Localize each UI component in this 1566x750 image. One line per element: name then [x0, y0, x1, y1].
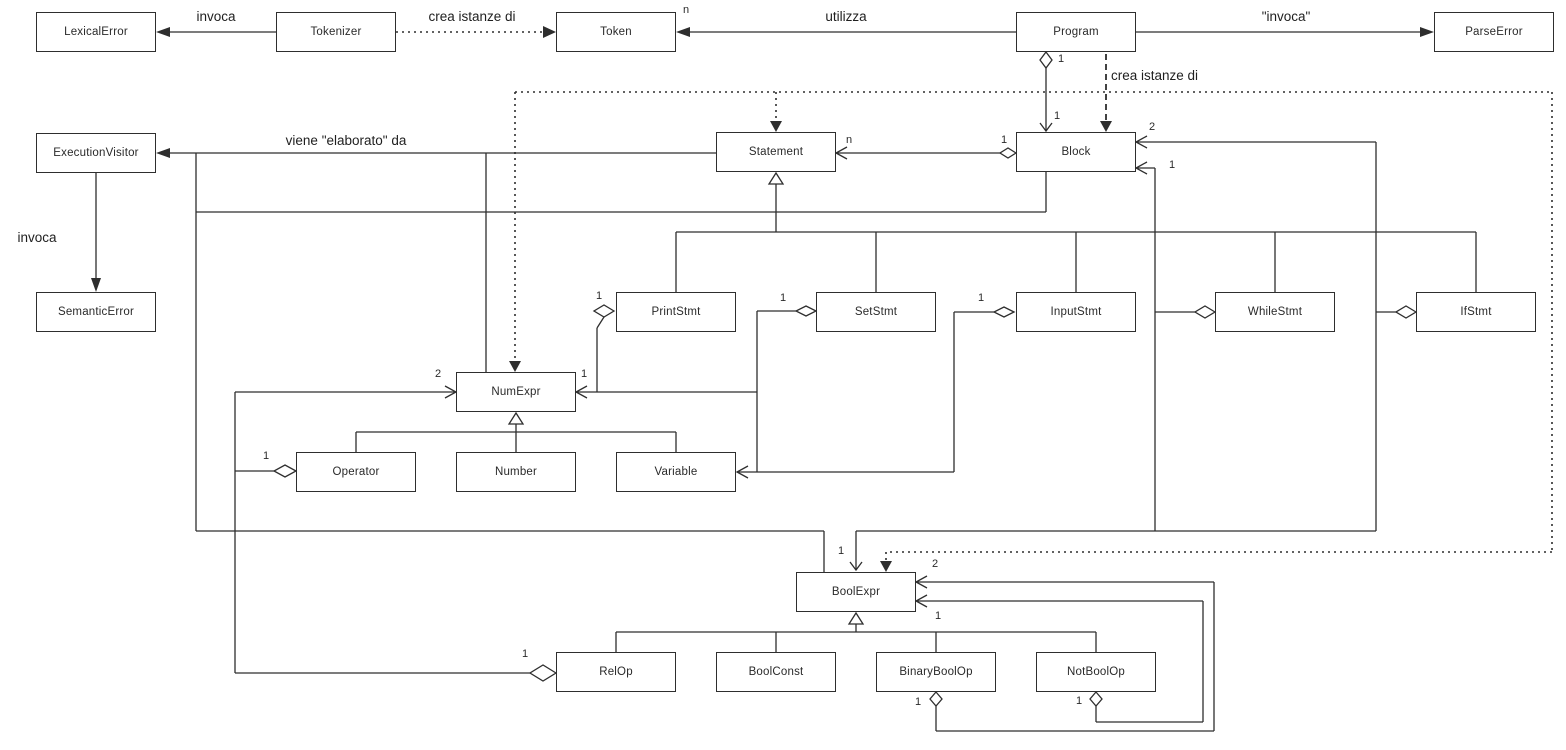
class-number[interactable]: Number: [456, 452, 576, 492]
edge-printstmt-numexpr: [592, 304, 616, 392]
multiplicity-numexpr-1: 1: [580, 368, 588, 380]
class-whilestmt[interactable]: WhileStmt: [1215, 292, 1335, 332]
edge-numexpr-aggregations: [234, 385, 757, 682]
edge-while-if-block-boolexpr: [849, 135, 1418, 572]
class-token[interactable]: Token: [556, 12, 676, 52]
class-block[interactable]: Block: [1016, 132, 1136, 172]
class-label: LexicalError: [64, 26, 128, 38]
class-label: PrintStmt: [651, 306, 701, 318]
edge-numexpr-generalization: [355, 411, 677, 452]
class-label: BoolConst: [748, 666, 804, 678]
edge-program-token: [676, 27, 1016, 37]
class-program[interactable]: Program: [1016, 12, 1136, 52]
edge-label-invoca-tokenizer: invoca: [196, 9, 236, 24]
class-label: WhileStmt: [1247, 306, 1303, 318]
multiplicity-print-1: 1: [595, 290, 603, 302]
multiplicity-operator-1: 1: [262, 450, 270, 462]
multiplicity-input-1: 1: [977, 292, 985, 304]
edge-boolexpr-generalization: [615, 611, 1097, 652]
multiplicity-relop-1: 1: [521, 648, 529, 660]
class-setstmt[interactable]: SetStmt: [816, 292, 936, 332]
multiplicity-token-n: n: [682, 4, 690, 16]
multiplicity-boolexpr-bin-2: 2: [931, 558, 939, 570]
class-numexpr[interactable]: NumExpr: [456, 372, 576, 412]
class-label: Token: [600, 26, 632, 38]
class-tokenizer[interactable]: Tokenizer: [276, 12, 396, 52]
multiplicity-block-if-2: 2: [1148, 121, 1156, 133]
edge-label-crea-istanze-top: crea istanze di: [428, 9, 516, 24]
edge-label-viene-elaborato: viene "elaborato" da: [285, 133, 407, 148]
class-label: Program: [1053, 26, 1099, 38]
edge-statement-generalization: [675, 171, 1477, 292]
class-label: NotBoolOp: [1066, 666, 1126, 678]
class-label: Operator: [332, 466, 380, 478]
class-label: SetStmt: [854, 306, 898, 318]
multiplicity-set-1: 1: [779, 292, 787, 304]
class-lexicalerror[interactable]: LexicalError: [36, 12, 156, 52]
class-ifstmt[interactable]: IfStmt: [1416, 292, 1536, 332]
edge-tokenizer-token-dependency: [396, 26, 556, 38]
edge-notboolop-boolexpr: [914, 594, 1204, 723]
class-operator[interactable]: Operator: [296, 452, 416, 492]
edge-label-invoca-program: "invoca": [1261, 9, 1311, 24]
class-statement[interactable]: Statement: [716, 132, 836, 172]
multiplicity-statement-n: n: [845, 134, 853, 146]
class-label: BoolExpr: [831, 586, 881, 598]
class-label: ParseError: [1465, 26, 1523, 38]
edge-set-input-variable: [735, 305, 1016, 479]
class-label: Tokenizer: [310, 26, 362, 38]
edge-visitor-semanticerror: [91, 172, 101, 292]
multiplicity-block-while-1: 1: [1168, 159, 1176, 171]
class-boolexpr[interactable]: BoolExpr: [796, 572, 916, 612]
class-semanticerror[interactable]: SemanticError: [36, 292, 156, 332]
class-printstmt[interactable]: PrintStmt: [616, 292, 736, 332]
edge-program-parseerror: [1136, 27, 1434, 37]
multiplicity-program-agg-1: 1: [1057, 53, 1065, 65]
class-variable[interactable]: Variable: [616, 452, 736, 492]
edge-label-utilizza: utilizza: [825, 9, 867, 24]
class-executionvisitor[interactable]: ExecutionVisitor: [36, 133, 156, 173]
edge-elaborato-network: [156, 148, 1047, 572]
class-label: RelOp: [599, 666, 633, 678]
edge-label-crea-istanze-block: crea istanze di: [1111, 68, 1199, 83]
class-label: IfStmt: [1460, 306, 1492, 318]
edge-program-block-create: [1100, 54, 1112, 132]
edge-binaryboolop-boolexpr: [914, 575, 1215, 732]
edge-create-instances-network: [509, 91, 1553, 572]
multiplicity-numexpr-2: 2: [434, 368, 442, 380]
class-notboolop[interactable]: NotBoolOp: [1036, 652, 1156, 692]
edge-label-invoca-visitor: invoca: [17, 230, 57, 245]
class-label: ExecutionVisitor: [53, 147, 139, 159]
class-label: SemanticError: [57, 306, 135, 318]
class-relop[interactable]: RelOp: [556, 652, 676, 692]
multiplicity-not-agg-1: 1: [1075, 695, 1083, 707]
multiplicity-boolexpr-cond-1: 1: [837, 545, 845, 557]
class-parseerror[interactable]: ParseError: [1434, 12, 1554, 52]
class-label: InputStmt: [1050, 306, 1102, 318]
multiplicity-boolexpr-not-1: 1: [934, 610, 942, 622]
class-label: Statement: [748, 146, 804, 158]
class-label: Block: [1061, 146, 1091, 158]
edge-tokenizer-lexicalerror: [156, 27, 276, 37]
class-inputstmt[interactable]: InputStmt: [1016, 292, 1136, 332]
class-label: Variable: [654, 466, 698, 478]
class-label: NumExpr: [491, 386, 541, 398]
class-boolconst[interactable]: BoolConst: [716, 652, 836, 692]
edge-block-statement-aggregation: [834, 146, 1018, 160]
class-binaryboolop[interactable]: BinaryBoolOp: [876, 652, 996, 692]
multiplicity-block-agg-1: 1: [1000, 134, 1008, 146]
class-label: BinaryBoolOp: [899, 666, 973, 678]
class-label: Number: [494, 466, 538, 478]
multiplicity-binary-agg-1: 1: [914, 696, 922, 708]
edge-program-block-aggregation: [1039, 50, 1053, 133]
multiplicity-block-in-1: 1: [1053, 110, 1061, 122]
